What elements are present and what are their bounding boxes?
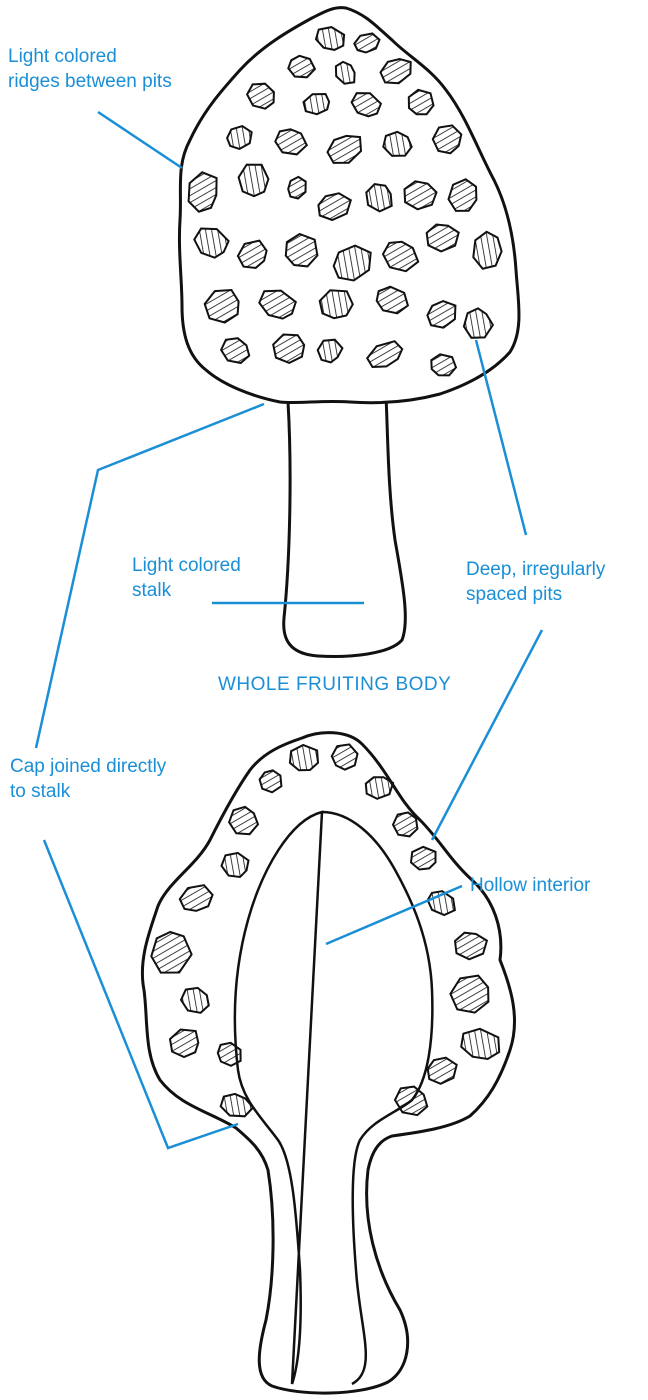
cap-joined-label-line-2: to stalk [10, 779, 166, 804]
pit-hatching [431, 354, 456, 375]
pit-hatching [332, 744, 358, 769]
pit-hatching [288, 177, 306, 199]
pit-hatching [393, 813, 417, 837]
pits-leader-bottom [432, 630, 542, 840]
hollow-label: Hollow interior [470, 873, 590, 898]
pit-hatching [239, 165, 269, 197]
ridges-label: Light colored ridges between pits [8, 44, 172, 94]
ridges-label-line-2: ridges between pits [8, 69, 172, 94]
pit-hatching [288, 56, 315, 78]
pit-hatching [449, 179, 477, 211]
pits-label-line-2: spaced pits [466, 582, 605, 607]
pits-label-line-1: Deep, irregularly [466, 557, 605, 582]
cap-joined-label: Cap joined directly to stalk [10, 754, 166, 804]
pit-hatching [411, 847, 436, 870]
morel-section-drawing [142, 733, 514, 1393]
pits-leader-top [476, 340, 526, 535]
whole-stalk-outline [284, 396, 406, 656]
ridges-label-line-1: Light colored [8, 44, 172, 69]
stalk-label: Light colored stalk [132, 553, 241, 603]
pit-hatching [409, 90, 434, 114]
cap-joined-label-line-1: Cap joined directly [10, 754, 166, 779]
pit-hatching [260, 770, 282, 792]
section-outer-outline [142, 733, 514, 1393]
ridges-leader [98, 112, 182, 168]
pit-hatching [286, 234, 318, 266]
pit-hatching [218, 1043, 241, 1066]
stalk-label-line-2: stalk [132, 578, 241, 603]
pit-hatching [320, 290, 353, 318]
stalk-label-line-1: Light colored [132, 553, 241, 578]
pit-hatching [273, 335, 304, 363]
whole-fruiting-body-caption: WHOLE FRUITING BODY [218, 674, 451, 696]
pit-hatching [290, 745, 318, 770]
pits-label: Deep, irregularly spaced pits [466, 557, 605, 607]
